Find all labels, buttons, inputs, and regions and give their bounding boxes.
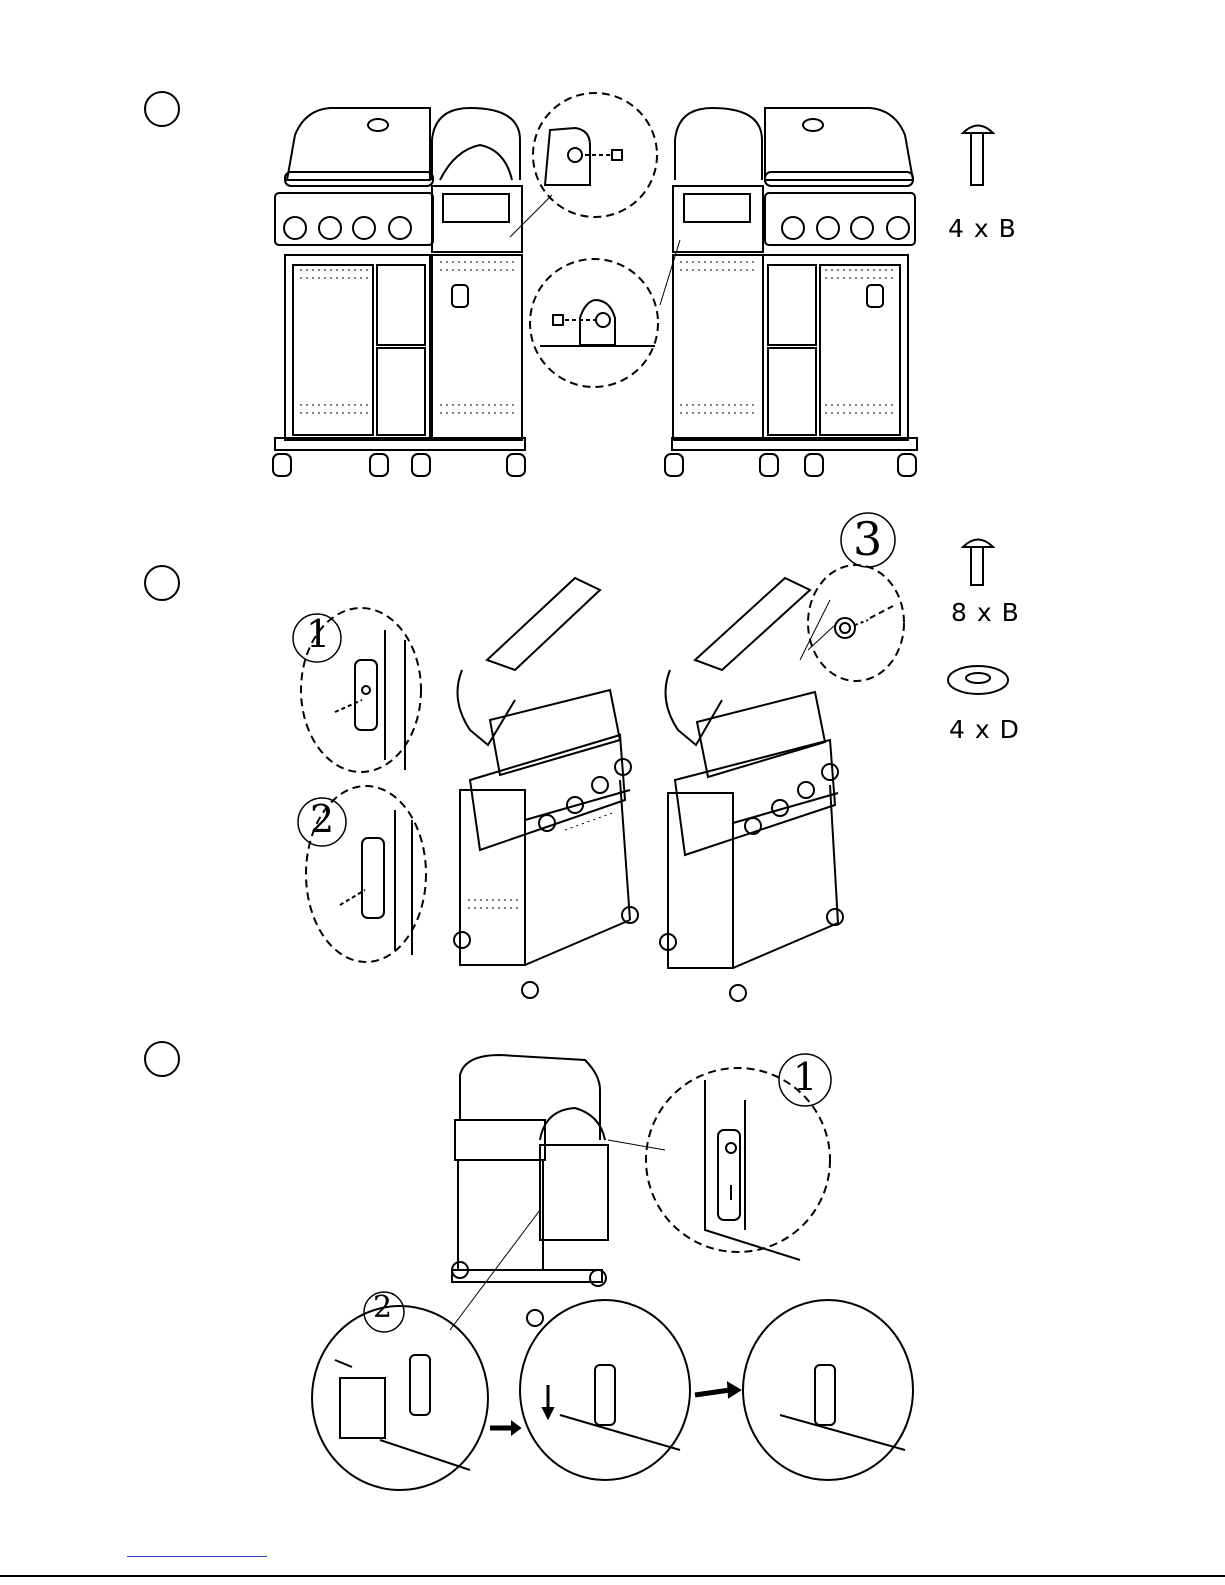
step-2-detail-contents — [293, 513, 895, 955]
step-2-grill-left — [454, 578, 638, 998]
bolt-icon — [963, 540, 993, 586]
step-3-callout-2: 2 — [373, 1290, 392, 1325]
washer-icon — [948, 666, 1008, 694]
step-2-callout-1: 1 — [306, 612, 330, 656]
step-1-grill-left — [273, 108, 525, 476]
step-2-callout-3: 3 — [853, 512, 882, 566]
step-3-sequence-circles — [312, 1054, 913, 1490]
step-2-callout-2: 2 — [310, 797, 334, 841]
bolt-icon — [963, 126, 993, 186]
step-3-callout-1: 1 — [793, 1055, 817, 1099]
step-1-detail-contents — [540, 128, 655, 346]
step-3-grill — [450, 1055, 665, 1330]
step-3-detail-contents — [705, 1080, 800, 1260]
step-2-detail-circles — [301, 565, 904, 962]
step-2-grill-right — [660, 578, 843, 1001]
footer-rule — [0, 1575, 1225, 1577]
step-1-hardware-qty: 4 x B — [948, 214, 1017, 243]
footer-link-underline[interactable] — [127, 1556, 267, 1557]
step-2-washer-qty: 4 x D — [949, 715, 1020, 744]
step-1-grill-right — [510, 108, 917, 476]
step-2-bolt-qty: 8 x B — [951, 598, 1020, 627]
